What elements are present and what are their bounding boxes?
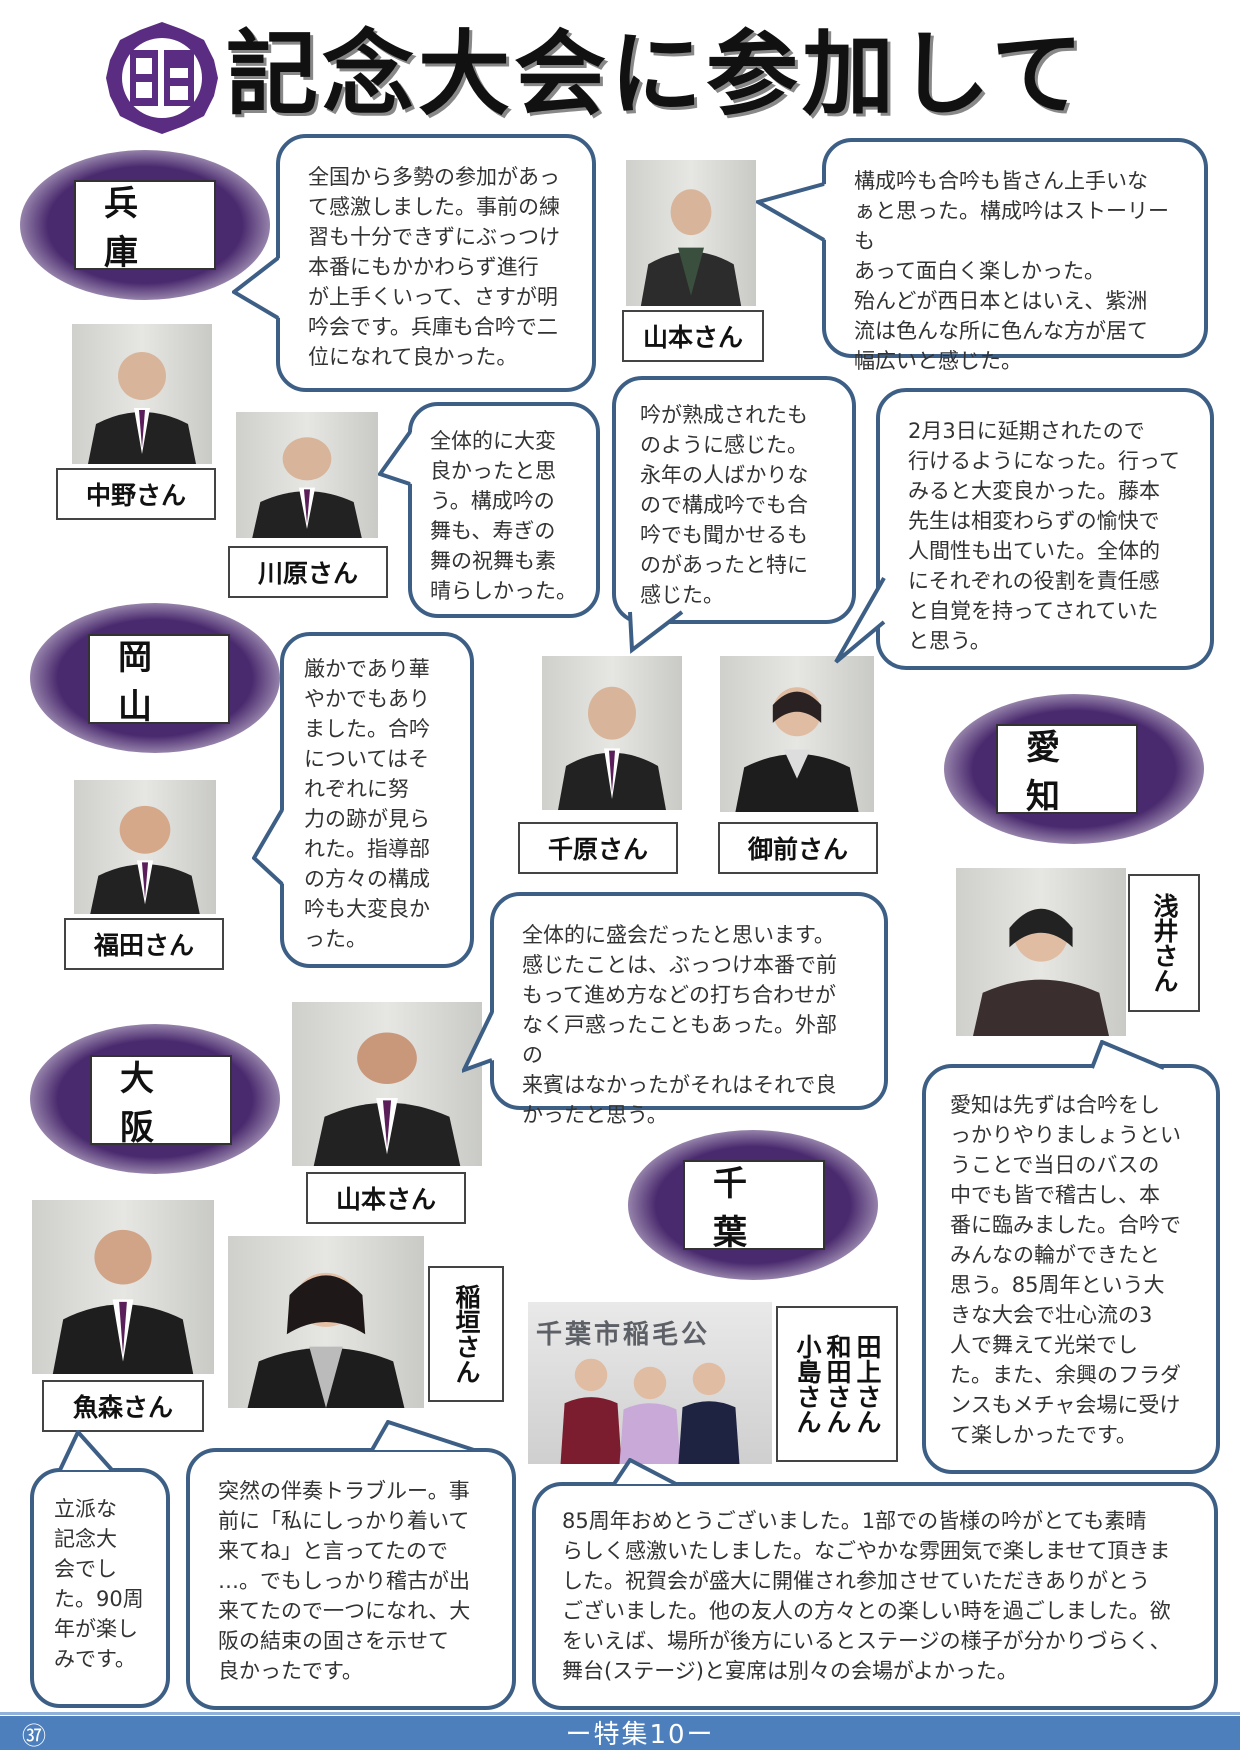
speech-tail-asai — [1090, 1040, 1165, 1070]
speech-bubble-hyogo: 全国から多勢の参加があっ て感激しました。事前の練 習も十分できずにぶっつけ 本… — [276, 134, 596, 392]
name-tag-chihara: 千原さん — [518, 822, 678, 874]
speech-tail-yamamoto-osaka — [462, 1011, 494, 1073]
name-tag-kawahara: 川原さん — [228, 546, 388, 598]
name-tag-asai: 浅井さん — [1128, 874, 1200, 1012]
photo-yamamoto-osaka — [292, 1002, 482, 1166]
speech-tail-chihara — [628, 610, 684, 654]
photo-fukuda — [74, 780, 216, 914]
speech-bubble-uomori: 立派な 記念大 会でし た。90周 年が楽し みです。 — [30, 1468, 170, 1708]
speech-tail-kawahara — [378, 430, 412, 486]
photo-signage-text: 千葉市稲毛公 — [536, 1320, 711, 1350]
region-label-chiba: 千葉 — [683, 1160, 825, 1253]
section-label: ー特集10ー — [565, 1720, 715, 1750]
speech-bubble-yamamoto-top: 構成吟も合吟も皆さん上手いな ぁと思った。構成吟はストーリーも あって面白く楽し… — [822, 138, 1208, 373]
region-label-aichi: 愛知 — [996, 724, 1138, 817]
header-logo — [104, 20, 220, 136]
photo-chihara — [542, 656, 682, 810]
photo-gozen — [720, 656, 874, 812]
page-title: 記念大会に参加して — [226, 21, 1088, 128]
speech-bubble-gozen: 2月3日に延期されたので 行けるようになった。行って みると大変良かった。藤本 … — [876, 388, 1214, 670]
name-tag-gozen: 御前さん — [718, 822, 878, 874]
speech-bubble-yamamoto-osaka: 全体的に盛会だったと思います。 感じたことは、ぶっつけ本番で前 もって進め方など… — [490, 892, 888, 1127]
name-tag-fukuda: 福田さん — [64, 918, 224, 970]
speech-bubble-chihara: 吟が熟成されたも のように感じた。 永年の人ばかりな ので構成吟でも合 吟でも聞… — [612, 376, 856, 624]
speech-tail-gozen — [834, 577, 886, 664]
speech-tail-inagaki — [370, 1420, 475, 1452]
name-tag-uomori: 魚森さん — [42, 1380, 204, 1432]
region-label-okayama: 岡山 — [88, 634, 230, 727]
name-tag-yamamoto-osaka: 山本さん — [306, 1172, 466, 1224]
speech-bubble-fukuda: 厳かであり華 やかでもあり ました。合吟 についてはそ れぞれに努 力の跡が見ら… — [280, 632, 474, 968]
photo-inagaki — [228, 1236, 424, 1408]
speech-tail-hyogo — [232, 256, 280, 320]
name-tag-inagaki: 稲垣さん — [428, 1266, 504, 1402]
speech-bubble-asai: 愛知は先ずは合吟をし っかりやりましょうとい うことで当日のバスの 中でも皆で稽… — [922, 1064, 1220, 1474]
speech-tail-uomori — [58, 1430, 114, 1472]
speech-tail-chiba — [612, 1458, 677, 1486]
photo-asai — [956, 868, 1126, 1036]
speech-bubble-kawahara: 全体的に大変 良かったと思 う。構成吟の 舞も、寿ぎの 舞の祝舞も素 晴らしかっ… — [408, 402, 600, 618]
region-label-osaka: 大阪 — [90, 1055, 232, 1148]
name-tag-nakano: 中野さん — [56, 468, 216, 520]
speech-bubble-inagaki: 突然の伴奏トラブルー。事 前に「私にしっかり着いて 来てね」と言ってたので …。… — [186, 1448, 516, 1710]
footer-band — [0, 1712, 1240, 1750]
speech-bubble-chiba: 85周年おめとうございました。1部での皆様の吟がとても素晴 らしく感激いたしまし… — [532, 1482, 1218, 1710]
photo-kawahara — [236, 412, 378, 538]
name-tag-yamamoto-top: 山本さん — [622, 310, 764, 362]
name-tag-chiba-group: 田上さん 和田さん 小島さん — [776, 1306, 898, 1462]
region-label-hyogo: 兵庫 — [74, 180, 216, 273]
photo-nakano — [72, 324, 212, 464]
speech-tail-yamamoto-top — [756, 182, 826, 242]
photo-chiba-group: 千葉市稲毛公 — [528, 1302, 772, 1464]
photo-yamamoto-top — [626, 160, 756, 306]
speech-tail-fukuda — [252, 808, 284, 886]
page-number: ㊲ — [22, 1722, 46, 1750]
photo-uomori — [32, 1200, 214, 1374]
